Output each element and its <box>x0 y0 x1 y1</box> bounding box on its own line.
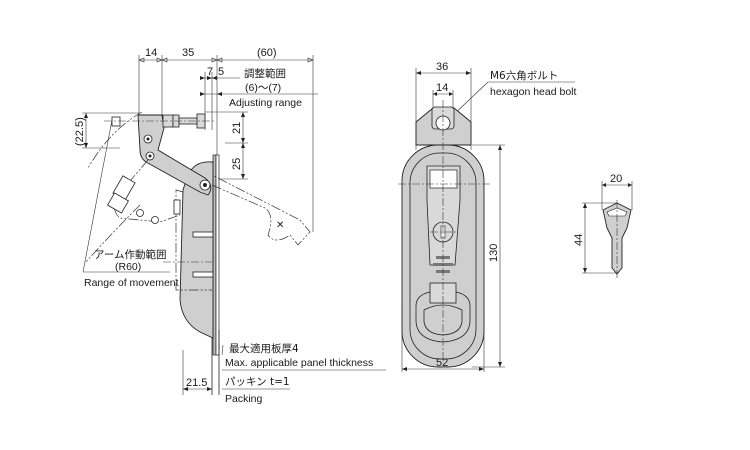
range-of-movement-radius: (R60) <box>115 261 141 273</box>
panel-thickness-jp: 最大適用板厚4 <box>229 342 299 355</box>
range-of-movement: アーム作動範囲 (R60) Range of movement <box>82 111 179 289</box>
svg-text:✕: ✕ <box>276 220 284 231</box>
lever-arm <box>137 114 212 196</box>
dim-52: 52 <box>436 357 448 369</box>
dim-21: 21 <box>231 122 243 134</box>
dim-21-5: 21.5 <box>186 377 207 389</box>
dim-35: 35 <box>182 47 194 59</box>
dim-25: 25 <box>231 158 243 170</box>
panel-thickness-en: Max. applicable panel thickness <box>225 357 373 369</box>
packing-en: Packing <box>225 393 263 405</box>
adjusting-bolt <box>104 113 215 129</box>
dim-22-5: (22.5) <box>74 117 86 146</box>
dim-right-21-25: 21 25 <box>205 111 248 180</box>
dim-36: 36 <box>436 61 448 73</box>
packing-jp: パッキン t=1 <box>225 376 290 388</box>
side-view: 14 35 (60) 7 5 調整範囲 (6)～(7) Adjusting ra… <box>74 47 386 405</box>
dim-left-22-5: (22.5) <box>74 112 140 149</box>
top-dimension-chain: 14 35 (60) <box>138 47 314 330</box>
dim-130: 130 <box>488 244 500 262</box>
dim-20: 20 <box>610 173 622 185</box>
body-slot-upper <box>192 231 214 238</box>
dim-14-bolt: 14 <box>436 82 448 94</box>
dim-44: 44 <box>573 234 585 246</box>
arm-phantom-open: ✕ <box>107 159 311 246</box>
adjusting-range-en: Adjusting range <box>229 97 302 109</box>
range-of-movement-jp: アーム作動範囲 <box>94 248 167 261</box>
range-of-movement-en: Range of movement <box>84 277 179 289</box>
latch-body-side <box>179 161 214 339</box>
bolt-label-jp: M6六角ボルト <box>490 70 558 82</box>
dim-14: 14 <box>145 47 157 59</box>
key-view: 20 44 <box>573 173 633 278</box>
front-view: 36 14 M6六角ボルト hexagon head bolt <box>398 61 576 372</box>
adjusting-range-value: (6)～(7) <box>245 82 281 94</box>
dim-7: 7 <box>207 66 213 78</box>
bolt-label-en: hexagon head bolt <box>490 86 576 98</box>
bottom-annotations: 21.5 最大適用板厚4 Max. applicable panel thick… <box>182 342 386 405</box>
handle <box>426 165 461 266</box>
adjusting-range-jp: 調整範囲 <box>244 67 286 80</box>
body-slot-lower <box>192 271 214 278</box>
dim-60: (60) <box>257 47 277 59</box>
dim-5: 5 <box>218 66 224 78</box>
adjusting-dims: 7 5 調整範囲 (6)～(7) Adjusting range <box>200 66 318 130</box>
